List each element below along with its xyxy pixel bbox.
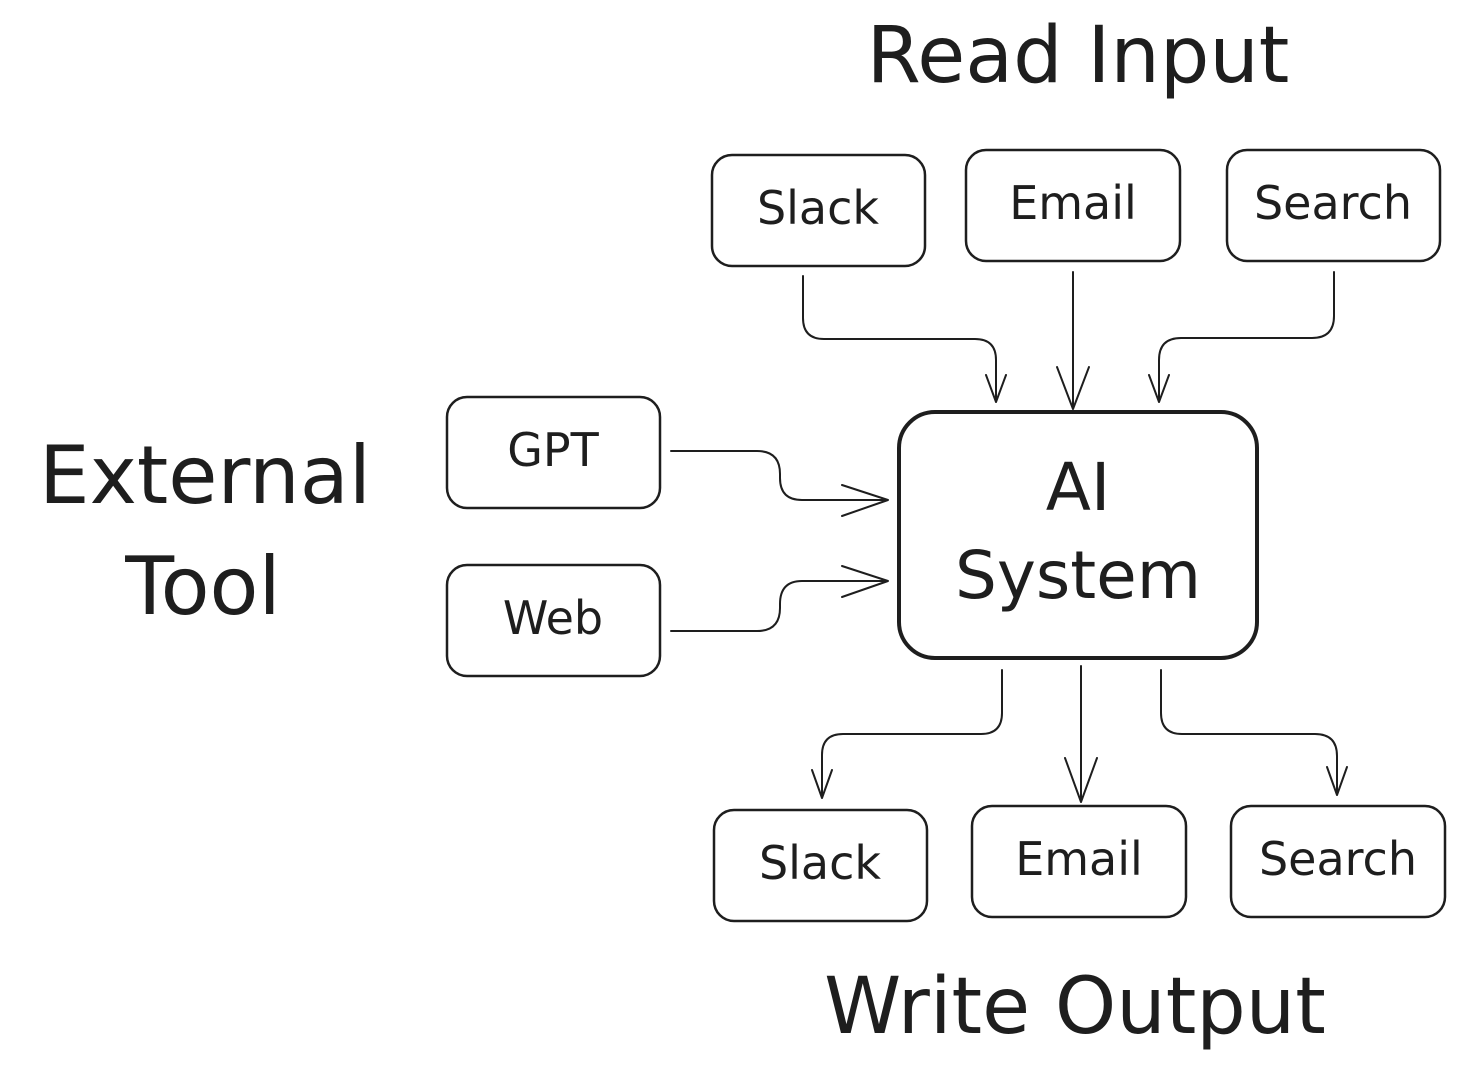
input-search-label: Search [1254,176,1412,230]
ai-system-label-line2: System [955,537,1201,614]
tool-web-box: Web [445,563,662,678]
tool-web-label: Web [503,591,603,645]
input-email-box: Email [964,148,1182,263]
arrow-output-search [1160,669,1348,796]
arrow-output-email [1064,665,1098,803]
write-output-heading: Write Output [824,962,1326,1052]
input-slack-label: Slack [757,181,879,235]
output-search-box: Search [1229,804,1447,919]
output-slack-box: Slack [712,808,929,923]
input-slack-box: Slack [710,153,927,268]
external-tool-heading-line1: External [39,429,371,522]
output-slack-label: Slack [759,836,881,890]
read-input-heading: Read Input [867,11,1290,101]
input-email-label: Email [1009,176,1137,230]
ai-system-label-line1: AI [1046,449,1111,526]
arrow-input-email [1056,271,1090,410]
ai-system-box: AI System [897,410,1259,660]
arrow-output-slack [811,669,1003,799]
arrow-tool-gpt [670,450,889,517]
input-search-box: Search [1225,148,1442,263]
tool-gpt-label: GPT [507,423,599,477]
arrow-input-slack [802,275,1007,403]
output-email-box: Email [970,804,1188,919]
output-email-label: Email [1015,832,1143,886]
external-tool-heading-line2: Tool [124,540,280,633]
arrow-tool-web [670,565,889,632]
tool-gpt-box: GPT [445,395,662,510]
output-search-label: Search [1259,832,1417,886]
arrow-input-search [1148,271,1335,403]
